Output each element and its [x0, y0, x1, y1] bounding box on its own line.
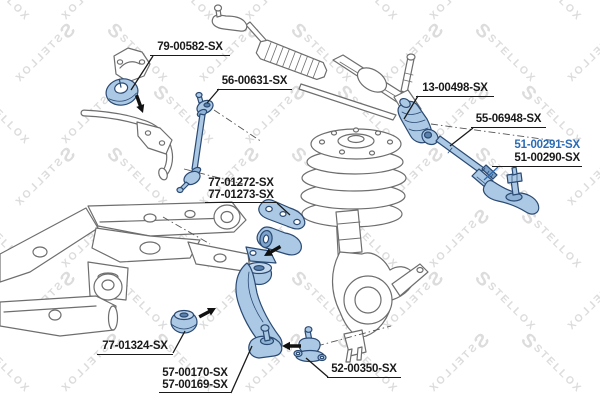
steering-rack-drawing — [211, 4, 422, 121]
tie-rod-end-part — [471, 166, 540, 215]
ball-joint-part — [293, 326, 327, 363]
axial-rod-part — [421, 128, 498, 180]
steering-knuckle-drawing — [331, 209, 429, 363]
part-label-ball-joint: 52-00350-SX — [327, 363, 401, 378]
part-label-stabilizer-link: 56-00631-SX — [217, 75, 292, 90]
stabilizer-bracket-drawing — [113, 47, 151, 83]
stabilizer-link-part — [176, 91, 214, 194]
part-label-subframe-bushing: 77-01324-SX — [97, 340, 173, 355]
part-label-tie-rod-end: 51-00291-SX 51-00290-SX — [492, 139, 582, 167]
part-number-51-00290[interactable]: 51-00290-SX — [514, 152, 580, 164]
label-leader-lines — [130, 55, 499, 394]
part-label-steering-boot: 13-00498-SX — [416, 82, 494, 97]
part-number-51-00291-highlighted[interactable]: 51-00291-SX — [514, 139, 580, 151]
part-number-77-01324[interactable]: 77-01324-SX — [102, 340, 168, 352]
part-label-axial-rod: 55-06948-SX — [471, 113, 546, 128]
part-number-79-00582[interactable]: 79-00582-SX — [157, 41, 223, 53]
highlighted-leader-line — [483, 166, 499, 181]
arm-bushing-clamp-part — [256, 198, 306, 256]
part-number-77-01273[interactable]: 77-01273-SX — [208, 189, 274, 201]
stabilizer-bar-drawing — [80, 109, 174, 181]
assembly-arrows — [134, 94, 301, 351]
part-label-stabilizer-bushing: 79-00582-SX — [150, 41, 230, 56]
part-number-13-00498[interactable]: 13-00498-SX — [422, 82, 488, 94]
part-number-56-00631[interactable]: 56-00631-SX — [221, 75, 288, 87]
part-number-57-00169[interactable]: 57-00169-SX — [162, 379, 228, 391]
part-number-77-01272[interactable]: 77-01272-SX — [208, 177, 274, 189]
part-label-arm-bushing: 77-01272-SX 77-01273-SX — [205, 177, 277, 203]
subframe-drawing — [0, 201, 251, 337]
part-label-control-arm: 57-00170-SX 57-00169-SX — [159, 367, 231, 393]
control-arm-part — [235, 246, 283, 359]
subframe-bushing-part — [170, 309, 198, 334]
part-number-55-06948[interactable]: 55-06948-SX — [475, 113, 542, 125]
stabilizer-bushing-part — [105, 78, 139, 106]
part-number-57-00170[interactable]: 57-00170-SX — [162, 367, 228, 379]
part-number-52-00350[interactable]: 52-00350-SX — [331, 363, 397, 375]
